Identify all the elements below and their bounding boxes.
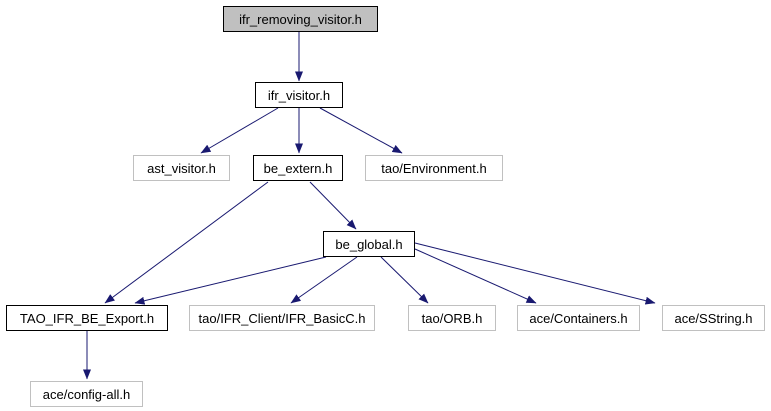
edge-be-global-to-ifr-basicc bbox=[290, 256, 358, 304]
node-tao-environment[interactable]: tao/Environment.h bbox=[365, 155, 503, 181]
node-be-extern[interactable]: be_extern.h bbox=[253, 155, 343, 181]
edge-be-extern-to-tao-ifr-be-export bbox=[104, 181, 269, 304]
node-ace-containers[interactable]: ace/Containers.h bbox=[517, 305, 640, 331]
node-tao-ifr-be-export[interactable]: TAO_IFR_BE_Export.h bbox=[6, 305, 168, 331]
edge-be-extern-to-be-global bbox=[309, 181, 357, 230]
edge-be-global-to-ace-sstring bbox=[414, 242, 656, 305]
node-ace-config-all[interactable]: ace/config-all.h bbox=[30, 381, 143, 407]
node-ace-sstring[interactable]: ace/SString.h bbox=[662, 305, 765, 331]
node-tao-orb[interactable]: tao/ORB.h bbox=[408, 305, 496, 331]
node-ast-visitor[interactable]: ast_visitor.h bbox=[133, 155, 230, 181]
node-ifr-basicc[interactable]: tao/IFR_Client/IFR_BasicC.h bbox=[189, 305, 375, 331]
node-ifr-removing-visitor[interactable]: ifr_removing_visitor.h bbox=[223, 6, 378, 32]
edge-ifr-visitor-to-tao-environment bbox=[319, 107, 403, 154]
edge-be-global-to-tao-ifr-be-export bbox=[134, 256, 327, 305]
edge-be-global-to-ace-containers bbox=[414, 248, 537, 304]
node-be-global[interactable]: be_global.h bbox=[323, 231, 415, 257]
node-ifr-visitor[interactable]: ifr_visitor.h bbox=[255, 82, 343, 108]
edge-be-global-to-tao-orb bbox=[380, 256, 429, 304]
edge-ifr-visitor-to-ast-visitor bbox=[200, 107, 279, 154]
